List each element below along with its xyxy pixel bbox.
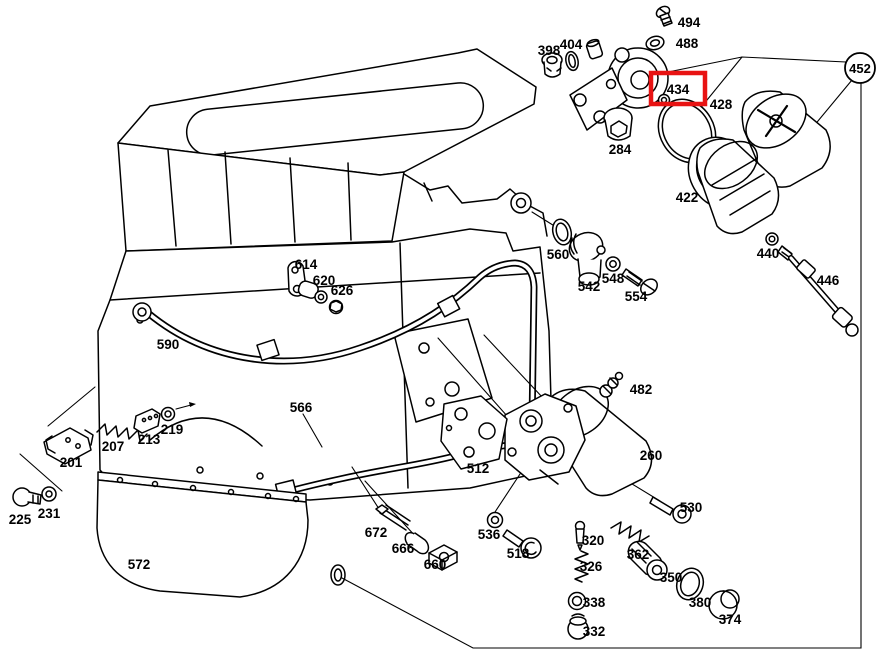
part-label-672: 672 (365, 525, 388, 540)
part-label-620: 620 (313, 273, 336, 288)
part-label-660: 660 (424, 557, 447, 572)
valve-201 (43, 427, 94, 465)
part-label-201: 201 (60, 455, 83, 470)
part-label-614: 614 (295, 257, 318, 272)
part-label-488: 488 (676, 36, 699, 51)
ring-338 (567, 591, 587, 611)
plug-225 (12, 487, 42, 507)
spring-362 (610, 521, 650, 543)
part-label-560: 560 (547, 247, 570, 262)
part-label-440: 440 (757, 246, 780, 261)
part-label-404: 404 (560, 37, 583, 52)
part-label-494: 494 (678, 15, 701, 30)
oil-filter-cartridge (741, 90, 831, 188)
cylinder-head (403, 173, 548, 237)
cap-332 (567, 613, 589, 640)
part-label-398: 398 (538, 43, 561, 58)
spring-207 (96, 423, 148, 442)
part-label-219: 219 (161, 422, 184, 437)
plug-398 (541, 52, 563, 78)
part-label-350: 350 (660, 570, 683, 585)
part-label-666: 666 (392, 541, 415, 556)
washer-219 (160, 406, 176, 422)
part-label-548: 548 (602, 271, 625, 286)
seal-ring-kit (330, 564, 346, 586)
oil-pipe-590 (132, 259, 556, 463)
highlight-box-434[interactable] (648, 70, 708, 107)
circled-ref-452: 452 (844, 52, 876, 84)
o-ring-560 (551, 218, 573, 246)
bolt-554 (621, 268, 658, 296)
piston-350 (627, 540, 668, 581)
bushing-666 (404, 531, 430, 555)
part-label-338: 338 (583, 595, 606, 610)
part-label-332: 332 (583, 624, 606, 639)
part-label-518: 518 (507, 546, 530, 561)
part-label-380: 380 (689, 595, 712, 610)
part-label-530: 530 (680, 500, 703, 515)
part-label-428: 428 (710, 97, 733, 112)
part-label-566: 566 (290, 400, 313, 415)
part-label-260: 260 (640, 448, 663, 463)
part-label-482: 482 (630, 382, 653, 397)
nut-626 (328, 299, 344, 315)
plug-374 (708, 589, 740, 620)
part-label-572: 572 (128, 557, 151, 572)
stud-672 (375, 504, 411, 531)
part-label-207: 207 (102, 439, 125, 454)
part-label-434: 434 (667, 82, 690, 97)
washer-231 (41, 486, 57, 502)
valve-cover (117, 48, 537, 252)
oil-pump (504, 385, 653, 497)
gasket-512 (440, 395, 508, 470)
washer-620 (314, 290, 328, 304)
part-label-374: 374 (719, 612, 742, 627)
part-label-554: 554 (625, 289, 648, 304)
elbow-542 (568, 231, 606, 286)
washer-548 (605, 256, 621, 272)
valve-pin-320 (574, 520, 586, 551)
bolt-530 (649, 496, 692, 524)
part-label-626: 626 (331, 283, 354, 298)
washer-488 (645, 35, 665, 51)
part-label-590: 590 (157, 337, 180, 352)
guide-tube-446 (777, 245, 859, 337)
oil-pan (96, 471, 309, 598)
filter-element (696, 138, 780, 235)
part-label-284: 284 (609, 142, 632, 157)
bracket-614 (287, 260, 319, 299)
engine-block (97, 228, 554, 501)
screw-494 (655, 5, 673, 27)
o-ring-380 (675, 567, 705, 601)
part-label-326: 326 (580, 559, 603, 574)
bolt-518 (502, 529, 542, 559)
spring-326 (574, 550, 589, 583)
part-label-446: 446 (817, 273, 840, 288)
part-label-320: 320 (582, 533, 605, 548)
piston-213 (133, 408, 161, 434)
o-ring-404 (565, 50, 579, 72)
ref-452-label: 452 (849, 61, 871, 76)
part-label-536: 536 (478, 527, 501, 542)
part-label-512: 512 (467, 461, 490, 476)
oil-filter-housing (569, 38, 669, 141)
part-label-225: 225 (9, 512, 32, 527)
part-label-362: 362 (627, 547, 650, 562)
part-label-213: 213 (138, 432, 161, 447)
clamp-660 (428, 544, 458, 571)
nipple-482 (599, 371, 624, 398)
part-label-422: 422 (676, 190, 699, 205)
washer-536 (486, 511, 504, 529)
part-label-231: 231 (38, 506, 61, 521)
washer-440 (765, 232, 779, 246)
part-label-542: 542 (578, 279, 601, 294)
